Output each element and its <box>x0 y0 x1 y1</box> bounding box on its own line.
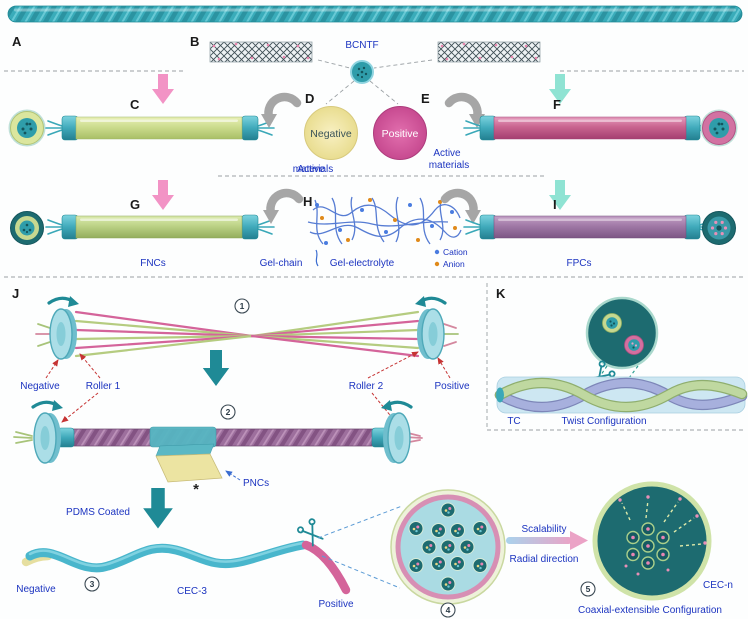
gel-electrolyte-label: Gel-electrolyte <box>330 258 395 269</box>
fncs-label: FNCs <box>140 258 166 269</box>
gel-chain-label: Gel-chain <box>260 258 303 269</box>
fpc-cross-section <box>702 211 736 245</box>
cation-dot <box>434 249 440 255</box>
panel-letter-g: G <box>130 197 140 212</box>
magnify-line-bottom <box>321 555 401 589</box>
step1-fiber-fan <box>35 310 459 358</box>
down-arrow-pink-1 <box>152 74 174 104</box>
pncs-pointer <box>225 470 241 481</box>
tc-magnified-cross-section <box>585 296 659 370</box>
twisted-pair-fiber <box>494 376 748 414</box>
svg-text:1: 1 <box>240 301 245 311</box>
positive-end-label: Positive <box>318 599 353 610</box>
gel-electrolyte-graphic <box>307 196 462 245</box>
cec3-cross-section <box>390 489 506 605</box>
pncs-label: PNCs <box>243 478 269 489</box>
down-arrow-pdms <box>143 488 173 529</box>
step-3-badge: 3 <box>84 576 100 592</box>
magnify-line-top <box>317 505 403 539</box>
cec3-label: CEC-3 <box>177 586 207 597</box>
active-materials-e-line2: materials <box>429 160 470 171</box>
roller-2-disc <box>416 308 445 360</box>
panel-letter-a: A <box>12 34 22 49</box>
step-5-badge: 5 <box>580 581 596 597</box>
fpcs-label: FPCs <box>567 258 592 269</box>
tc-label: TC <box>507 416 520 427</box>
roller-1-disc <box>49 308 78 360</box>
fnc-cross-section <box>10 211 44 245</box>
cecn-cross-section <box>592 481 712 601</box>
panel-letter-e: E <box>421 91 430 106</box>
negative-material-circle: Negative <box>304 106 358 160</box>
curl-arrow-g-to-h <box>263 193 299 224</box>
radial-direction-label: Radial direction <box>510 554 579 565</box>
gel-legend: Cation Anion <box>434 247 468 269</box>
bcntf-long-fiber <box>7 5 743 23</box>
twist-configuration-label: Twist Configuration <box>561 416 646 427</box>
negative-circle-label: Negative <box>310 128 352 140</box>
roller-2-label: Roller 2 <box>349 381 384 392</box>
curl-arrow-c-to-d <box>261 97 297 128</box>
roller-1-label: Roller 1 <box>86 381 121 392</box>
cec3-wavy-fiber <box>21 540 351 595</box>
panel-letter-j: J <box>12 286 19 301</box>
svg-text:5: 5 <box>586 584 591 594</box>
panel-letter-f: F <box>553 97 561 112</box>
negative-roller-label: Negative <box>20 381 60 392</box>
panel-letter-c: C <box>130 97 140 112</box>
bcntf-cross-section-icon <box>350 60 374 84</box>
step2-roller-left <box>33 412 62 464</box>
scalability-arrow <box>506 531 588 550</box>
dashed-guides <box>4 59 744 431</box>
cnt-mesh-left <box>209 41 313 63</box>
curl-arrow-i-to-h <box>445 193 481 224</box>
fiber-i-fpc <box>463 214 717 240</box>
step-4-badge: 4 <box>440 602 456 618</box>
cecn-label: CEC-n <box>703 580 733 591</box>
cnt-mesh-right <box>437 41 541 63</box>
curl-arrow-f-to-e <box>449 97 485 128</box>
anion-label: Anion <box>443 259 465 269</box>
active-materials-e-line1: Active <box>433 148 461 159</box>
step2-twisted-rope <box>13 426 423 448</box>
fiber-f-cross-section <box>700 109 738 147</box>
roller-2-rotation-arrow <box>413 294 447 309</box>
down-arrow-twist <box>202 350 230 386</box>
scalability-label: Scalability <box>521 524 566 535</box>
step2-roller-left-arrow <box>31 398 65 413</box>
step-1-badge: 1 <box>234 298 250 314</box>
active-materials-d-line2: materials <box>293 164 334 175</box>
svg-text:4: 4 <box>446 605 451 615</box>
asterisk-marker: * <box>193 481 199 498</box>
positive-roller-label: Positive <box>434 381 469 392</box>
panel-letter-d: D <box>305 91 314 106</box>
fiber-c <box>45 115 275 141</box>
svg-text:3: 3 <box>90 579 95 589</box>
fiber-g-fnc <box>45 214 275 240</box>
anion-dot <box>434 261 440 267</box>
svg-text:2: 2 <box>226 407 231 417</box>
step2-roller-right <box>382 412 411 464</box>
panel-letter-b: B <box>190 34 199 49</box>
roller-1-rotation-arrow <box>47 294 81 309</box>
bcntf-label: BCNTF <box>345 40 378 51</box>
negative-end-label: Negative <box>16 584 56 595</box>
panel-letter-i: I <box>553 197 557 212</box>
coaxial-configuration-label: Coaxial-extensible Configuration <box>578 605 722 616</box>
fiber-c-cross-section <box>8 109 46 147</box>
gel-chain-sample-squiggle <box>315 249 319 267</box>
down-arrow-pink-2 <box>152 180 174 210</box>
positive-material-circle: Positive <box>373 106 427 160</box>
panel-letter-k: K <box>496 286 506 301</box>
positive-circle-label: Positive <box>382 128 419 140</box>
panel-letter-h: H <box>303 194 312 209</box>
pdms-coated-label: PDMS Coated <box>66 507 130 518</box>
cation-label: Cation <box>443 247 468 257</box>
active-materials-d-line1: Active <box>297 164 325 175</box>
step-2-badge: 2 <box>220 404 236 420</box>
fiber-f <box>463 115 717 141</box>
pnc-flag <box>155 443 223 483</box>
